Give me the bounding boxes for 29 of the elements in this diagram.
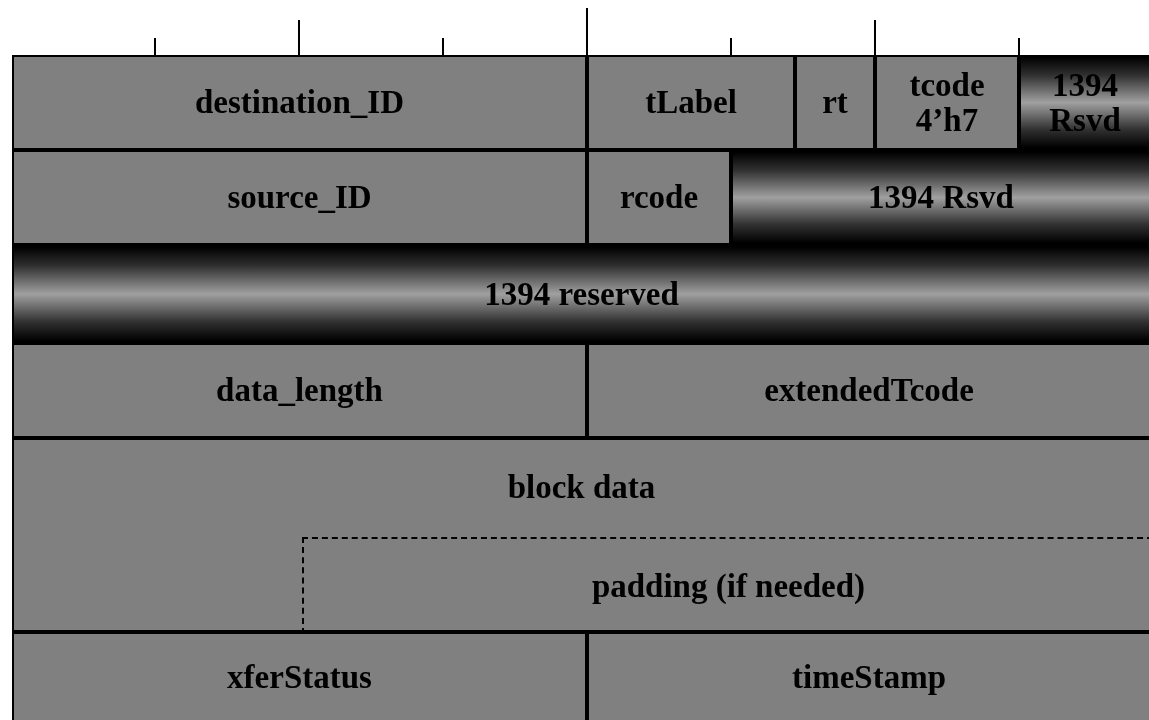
field-label: source_ID bbox=[227, 180, 372, 215]
field-box bbox=[12, 55, 587, 150]
field-box bbox=[12, 438, 1149, 632]
field-box bbox=[875, 55, 1019, 150]
field-label: padding (if needed) bbox=[591, 569, 866, 604]
field-box bbox=[795, 55, 875, 150]
field-label: block data bbox=[507, 470, 656, 505]
field-label: 1394 Rsvd bbox=[1048, 67, 1122, 138]
field-label: destination_ID bbox=[194, 85, 404, 120]
field-label: 1394 Rsvd bbox=[868, 180, 1014, 215]
field-label: rcode bbox=[619, 180, 699, 215]
reserved-field-box bbox=[1019, 55, 1149, 150]
field-label: extendedTcode bbox=[764, 373, 974, 408]
field-box bbox=[12, 632, 587, 720]
field-label: xferStatus bbox=[227, 659, 372, 695]
field-box bbox=[12, 150, 587, 245]
field-box bbox=[587, 150, 731, 245]
field-label: tLabel bbox=[645, 85, 737, 120]
field-label: data_length bbox=[216, 373, 383, 408]
reserved-field-box bbox=[12, 245, 1149, 343]
reserved-field-box bbox=[731, 150, 1149, 245]
field-box bbox=[587, 343, 1149, 438]
field-label: rt bbox=[822, 85, 848, 120]
field-box bbox=[12, 343, 587, 438]
field-box bbox=[587, 632, 1149, 720]
field-label: tcode 4’h7 bbox=[908, 67, 986, 138]
field-box bbox=[587, 55, 795, 150]
field-label: 1394 reserved bbox=[484, 276, 679, 312]
field-label: timeStamp bbox=[792, 659, 946, 695]
